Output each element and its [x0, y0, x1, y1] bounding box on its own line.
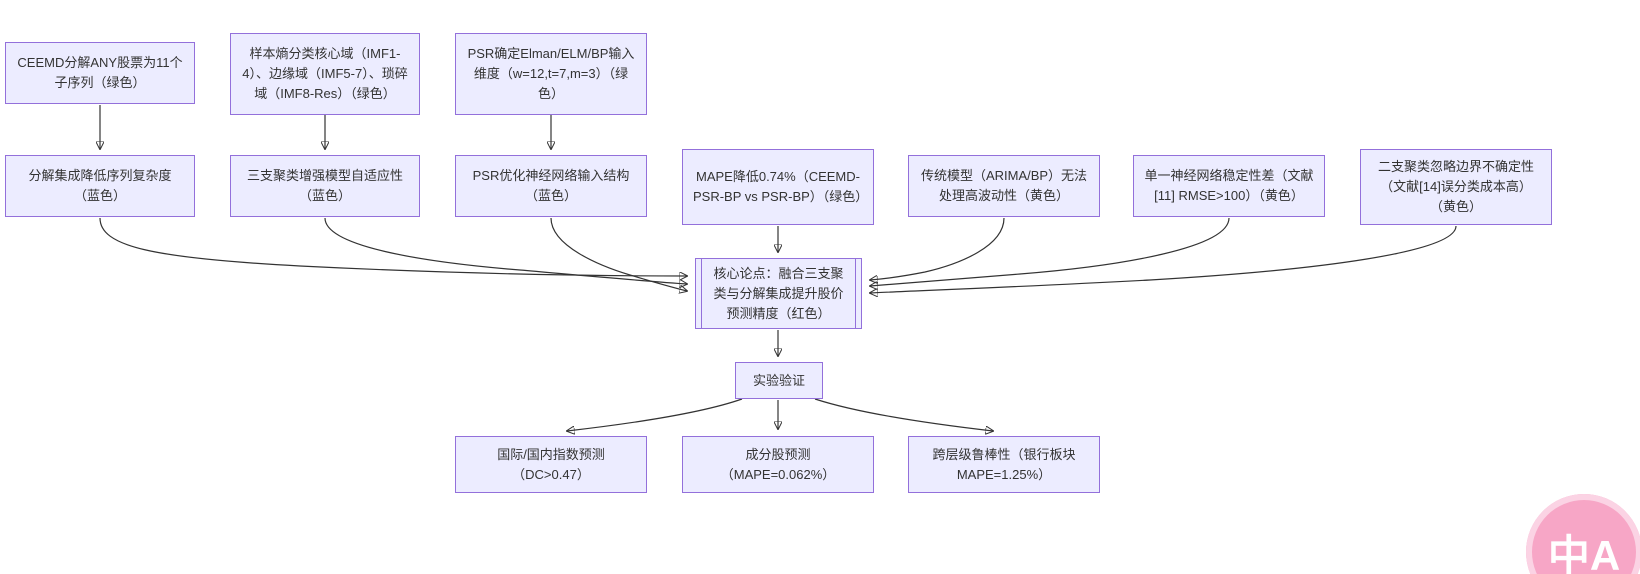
edge-twoway-core	[870, 225, 1457, 293]
node-sample-entropy: 样本熵分类核心域（IMF1-4）、边缘域（IMF5-7）、琐碎域（IMF8-Re…	[230, 33, 420, 115]
translate-button[interactable]: 中A	[1526, 494, 1640, 574]
node-label: 核心论点：融合三支聚类与分解集成提升股价预测精度（红色）	[713, 265, 844, 321]
edge-psropt-core	[550, 217, 687, 291]
edge-traditional-core	[870, 217, 1005, 280]
edge-singlenn-core	[870, 217, 1230, 286]
node-traditional: 传统模型（ARIMA/BP）无法处理高波动性（黄色）	[908, 155, 1100, 217]
node-label: PSR确定Elman/ELM/BP输入维度（w=12,t=7,m=3）（绿色）	[467, 46, 635, 101]
node-psr-opt: PSR优化神经网络输入结构（蓝色）	[455, 155, 647, 217]
node-label: 跨层级鲁棒性（银行板块 MAPE=1.25%）	[932, 446, 1076, 482]
node-label: 二支聚类忽略边界不确定性（文献[14]误分类成本高）（黄色）	[1377, 159, 1534, 214]
edge-experiment-index	[567, 398, 743, 431]
node-ceemd: CEEMD分解ANY股票为11个子序列（绿色）	[5, 42, 195, 104]
edge-threeway-core	[324, 217, 687, 284]
node-core-thesis: 核心论点：融合三支聚类与分解集成提升股价预测精度（红色）	[695, 258, 862, 329]
node-decompose: 分解集成降低序列复杂度（蓝色）	[5, 155, 195, 217]
node-experiment: 实验验证	[735, 362, 823, 399]
node-label: 实验验证	[752, 372, 805, 388]
node-mape: MAPE降低0.74%（CEEMD-PSR-BP vs PSR-BP）（绿色）	[682, 149, 874, 225]
node-index-pred: 国际/国内指数预测（DC>0.47）	[455, 436, 647, 493]
node-two-way: 二支聚类忽略边界不确定性（文献[14]误分类成本高）（黄色）	[1360, 149, 1552, 225]
node-component-pred: 成分股预测（MAPE=0.062%）	[682, 436, 874, 493]
node-label: 成分股预测（MAPE=0.062%）	[720, 446, 836, 482]
core-thesis-inner: 核心论点：融合三支聚类与分解集成提升股价预测精度（红色）	[701, 259, 856, 328]
node-label: 单一神经网络稳定性差（文献[11] RMSE>100）（黄色）	[1144, 168, 1314, 203]
node-label: 分解集成降低序列复杂度（蓝色）	[28, 168, 172, 203]
edge-decompose-core	[99, 217, 687, 276]
node-label: 传统模型（ARIMA/BP）无法处理高波动性（黄色）	[920, 168, 1088, 203]
node-label: PSR优化神经网络输入结构（蓝色）	[472, 168, 630, 203]
edge-experiment-robustness	[814, 398, 993, 431]
node-three-way: 三支聚类增强模型自适应性（蓝色）	[230, 155, 420, 217]
node-single-nn: 单一神经网络稳定性差（文献[11] RMSE>100）（黄色）	[1133, 155, 1325, 217]
node-label: MAPE降低0.74%（CEEMD-PSR-BP vs PSR-BP）（绿色）	[693, 169, 869, 204]
node-label: 国际/国内指数预测（DC>0.47）	[497, 446, 605, 482]
node-psr-dim: PSR确定Elman/ELM/BP输入维度（w=12,t=7,m=3）（绿色）	[455, 33, 647, 115]
node-label: 样本熵分类核心域（IMF1-4）、边缘域（IMF5-7）、琐碎域（IMF8-Re…	[242, 46, 408, 101]
node-robustness: 跨层级鲁棒性（银行板块 MAPE=1.25%）	[908, 436, 1100, 493]
translate-icon: 中A	[1547, 531, 1621, 574]
node-label: CEEMD分解ANY股票为11个子序列（绿色）	[17, 55, 183, 90]
node-label: 三支聚类增强模型自适应性（蓝色）	[246, 168, 403, 203]
